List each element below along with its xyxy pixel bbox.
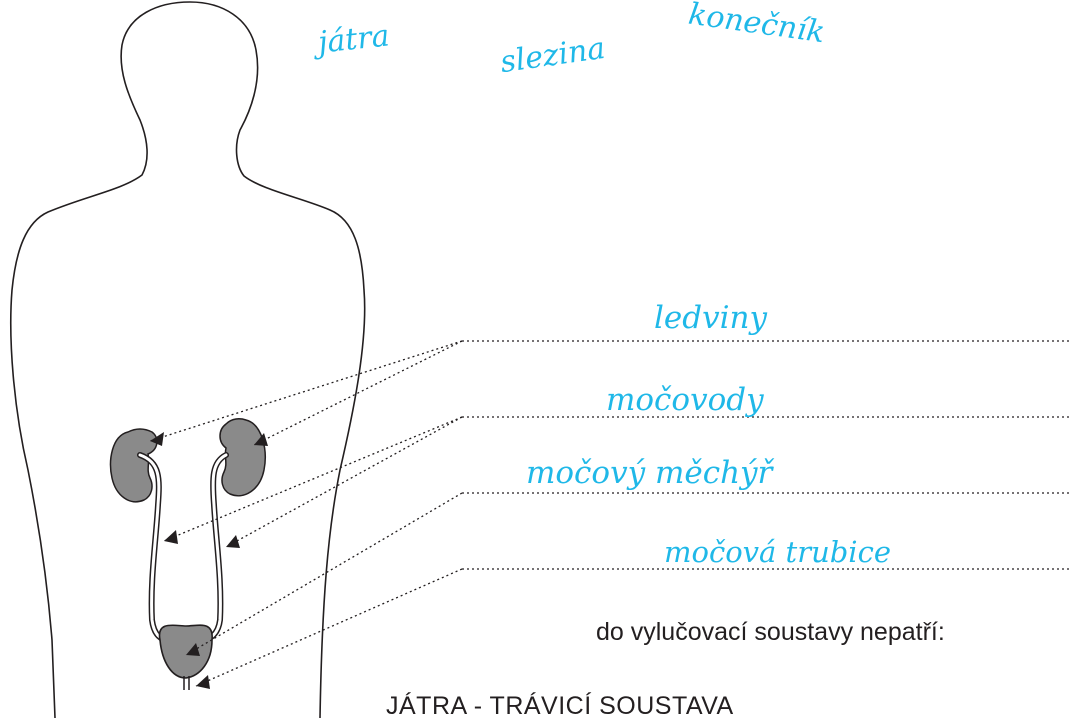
label-mocovody: močovody: [606, 382, 764, 418]
label-mocovy-mechyr: močový měchýř: [526, 455, 772, 491]
label-mocova-trubice: močová trubice: [664, 535, 891, 569]
label-jatra: játra: [316, 18, 391, 60]
bladder: [159, 625, 212, 678]
left-kidney: [111, 429, 157, 502]
question-text: do vylučovací soustavy nepatří:: [596, 618, 945, 647]
label-ledviny: ledviny: [654, 300, 767, 336]
body-outline: [11, 2, 365, 718]
answer-text: JÁTRA - TRÁVICÍ SOUSTAVA: [386, 692, 734, 718]
